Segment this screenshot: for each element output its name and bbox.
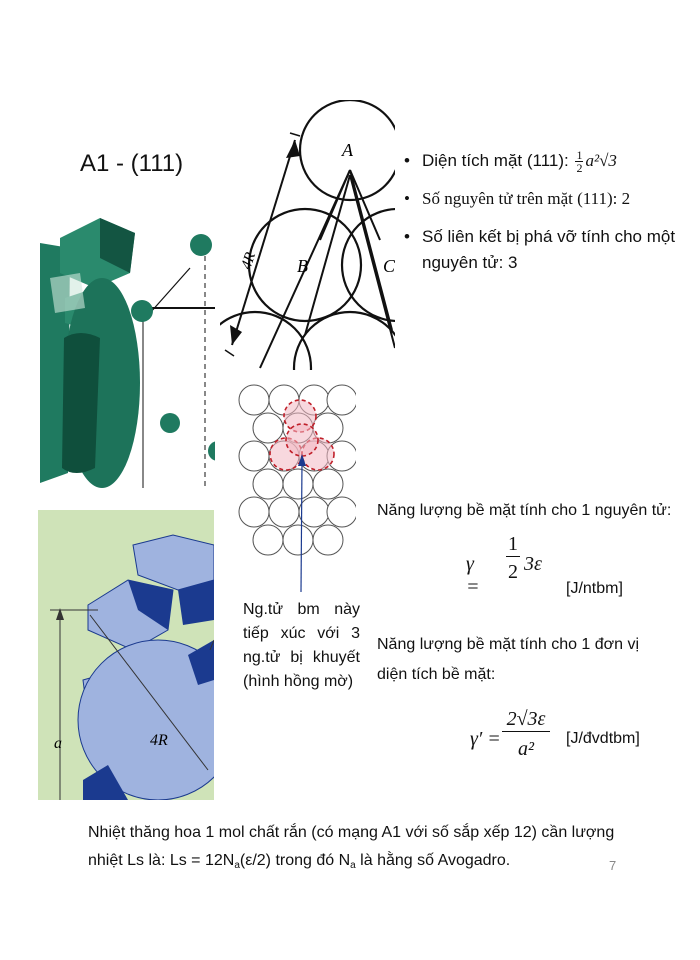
eq2-den: a² — [518, 738, 534, 760]
slide-title: A1 - (111) — [80, 150, 184, 177]
fcc-blue-cell-image: a 4R — [38, 510, 214, 800]
half-fraction-num: 1 — [575, 148, 584, 163]
page-number: 7 — [609, 858, 617, 873]
surface-atom-note: Ng.tử bm này tiếp xúc với 3 ng.tử bị khu… — [243, 601, 360, 690]
eq2-lhs: γ′ = — [470, 728, 501, 750]
eq1-den: 2 — [508, 561, 518, 583]
label-a-edge: a — [54, 735, 62, 752]
bullet-surface-area-label: Diện tích mặt (111): — [422, 151, 574, 170]
eq1-num: 1 — [506, 533, 520, 557]
eq2-num: 2√3ε — [502, 708, 550, 732]
sublimation-heat-text: Nhiệt thăng hoa 1 mol chất rắn (có mạng … — [88, 819, 648, 880]
label-a-atom: A — [341, 140, 354, 160]
footer-sub-1: a — [234, 860, 240, 871]
surface-area-formula: a²√3 — [585, 151, 617, 170]
eq1-rhs: 3ε — [524, 553, 542, 575]
bullet-broken-bonds: Số liên kết bị phá vỡ tính cho một nguyê… — [404, 224, 694, 276]
bullet-atom-count: Số nguyên tử trên mặt (111): 2 — [404, 186, 694, 212]
footer-line-2-a: nhiệt Ls là: Ls = 12N — [88, 852, 235, 869]
fcc-green-cell-image — [40, 218, 215, 488]
footer-line-2-b: (ε/2) trong đó N — [239, 852, 351, 869]
unit-per-area: [J/đvdtbm] — [566, 730, 640, 747]
energy-per-area-heading: Năng lượng bề mặt tính cho 1 đơn vị diện… — [377, 636, 640, 683]
footer-line-2: nhiệt Ls là: Ls = 12Na(ε/2) trong đó Na … — [88, 847, 648, 880]
eq1-lhs: γ = — [466, 553, 480, 598]
footer-line-2-c: là hằng số Avogadro. — [355, 852, 511, 869]
label-c-atom: C — [383, 256, 395, 276]
plane-111-circle-diagram: A B C 4R — [220, 100, 395, 370]
half-fraction-den: 2 — [576, 161, 583, 176]
footer-line-1: Nhiệt thăng hoa 1 mol chất rắn (có mạng … — [88, 824, 615, 841]
label-b-atom: B — [297, 256, 308, 276]
footer-sub-2: a — [350, 860, 356, 871]
label-4r-top: 4R — [239, 250, 259, 271]
unit-per-atom: [J/ntbm] — [566, 580, 623, 597]
close-packed-layer-diagram — [238, 384, 356, 592]
energy-per-atom-heading: Năng lượng bề mặt tính cho 1 nguyên tử: — [377, 502, 672, 519]
label-4r-bottom: 4R — [150, 732, 168, 749]
